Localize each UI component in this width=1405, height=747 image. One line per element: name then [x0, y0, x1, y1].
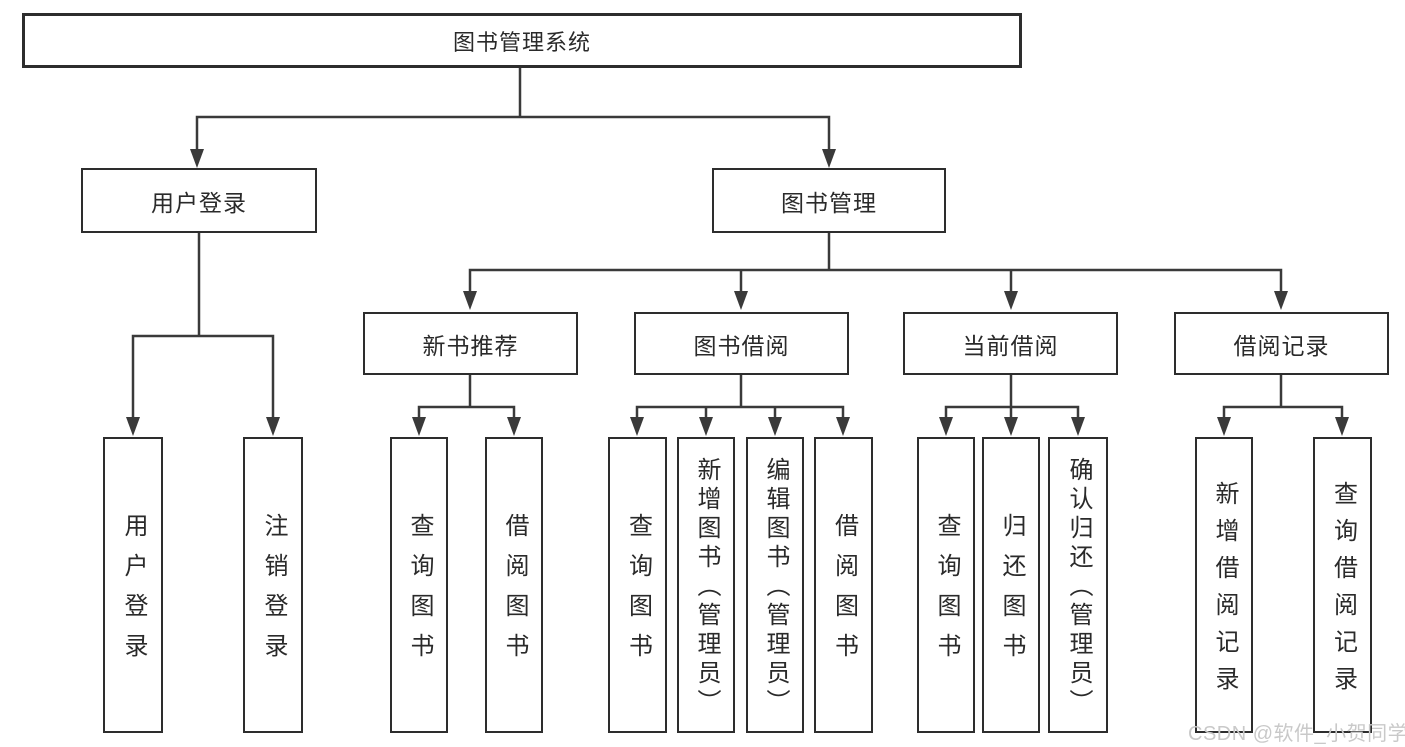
node-borrowing-records-label: 借阅记录 — [1233, 332, 1330, 359]
leaf-bb-edit-books-admin: 编辑图书（管理员） — [746, 437, 804, 733]
node-new-book-recommend-label: 新书推荐 — [422, 332, 519, 359]
leaf-logout-label: 注销登录 — [260, 513, 287, 673]
leaf-cb-query-books: 查询图书 — [917, 437, 975, 733]
leaf-br-add-record: 新增借阅记录 — [1195, 437, 1253, 733]
leaf-cb-confirm-return-admin: 确认归还（管理员） — [1048, 437, 1108, 733]
arrowhead — [822, 149, 836, 168]
arrowhead — [939, 417, 953, 436]
leaf-cb-return-books-label: 归还图书 — [998, 513, 1025, 673]
leaf-br-query-record: 查询借阅记录 — [1313, 437, 1372, 733]
leaf-cb-query-books-label: 查询图书 — [933, 513, 960, 673]
node-user-login-label: 用户登录 — [151, 189, 247, 216]
node-current-borrowing-label: 当前借阅 — [962, 332, 1059, 359]
arrowhead — [1004, 417, 1018, 436]
node-library-system: 图书管理系统 — [22, 13, 1022, 68]
arrowhead — [699, 417, 713, 436]
connector-current-borrow-to-leaves — [944, 375, 1080, 418]
node-borrowing-records: 借阅记录 — [1174, 312, 1389, 375]
connector-user-login-to-leaves — [131, 233, 275, 418]
leaf-cb-confirm-return-admin-label: 确认归还（管理员） — [1065, 457, 1092, 718]
connector-lines — [131, 68, 1344, 418]
node-book-borrowing-label: 图书借阅 — [693, 332, 790, 359]
leaf-nbr-query-books-label: 查询图书 — [406, 513, 433, 673]
leaf-br-query-record-label: 查询借阅记录 — [1329, 480, 1357, 703]
node-current-borrowing: 当前借阅 — [903, 312, 1118, 375]
leaf-logout: 注销登录 — [243, 437, 303, 733]
connector-new-book-rec-to-leaves — [417, 375, 516, 418]
connector-book-mgmt-to-level2 — [468, 233, 1283, 293]
arrowhead — [768, 417, 782, 436]
node-book-management: 图书管理 — [712, 168, 946, 233]
node-user-login: 用户登录 — [81, 168, 317, 233]
arrowhead — [734, 291, 748, 310]
arrowhead — [1071, 417, 1085, 436]
arrowhead — [630, 417, 644, 436]
arrowhead — [836, 417, 850, 436]
node-new-book-recommend: 新书推荐 — [363, 312, 578, 375]
arrowhead — [1217, 417, 1231, 436]
leaf-bb-borrow-books: 借阅图书 — [814, 437, 873, 733]
arrowhead — [126, 417, 140, 436]
connector-borrow-record-to-leaves — [1222, 375, 1344, 418]
leaf-bb-borrow-books-label: 借阅图书 — [830, 513, 858, 673]
leaf-bb-add-books-admin: 新增图书（管理员） — [677, 437, 735, 733]
arrowhead — [266, 417, 280, 436]
node-book-management-label: 图书管理 — [781, 189, 877, 216]
leaf-user-login: 用户登录 — [103, 437, 163, 733]
arrowhead — [463, 291, 477, 310]
arrowhead — [1004, 291, 1018, 310]
leaf-bb-query-books: 查询图书 — [608, 437, 667, 733]
leaf-bb-query-books-label: 查询图书 — [624, 513, 652, 673]
watermark-text: CSDN @软件_小贺同学 — [1188, 723, 1405, 745]
leaf-cb-return-books: 归还图书 — [982, 437, 1040, 733]
connector-book-borrow-to-leaves — [635, 375, 845, 418]
arrowhead — [1335, 417, 1349, 436]
node-book-borrowing: 图书借阅 — [634, 312, 849, 375]
node-library-system-label: 图书管理系统 — [452, 29, 591, 55]
connector-arrowheads — [126, 149, 1349, 436]
leaf-bb-add-books-admin-label: 新增图书（管理员） — [693, 457, 720, 718]
leaf-nbr-query-books: 查询图书 — [390, 437, 448, 733]
arrowhead — [1274, 291, 1288, 310]
arrowhead — [507, 417, 521, 436]
arrowhead — [412, 417, 426, 436]
leaf-nbr-borrow-books-label: 借阅图书 — [501, 513, 528, 673]
leaf-nbr-borrow-books: 借阅图书 — [485, 437, 543, 733]
leaf-bb-edit-books-admin-label: 编辑图书（管理员） — [762, 457, 789, 718]
arrowhead — [190, 149, 204, 168]
connector-root-to-level1 — [195, 68, 831, 150]
leaf-user-login-label: 用户登录 — [120, 513, 147, 673]
leaf-br-add-record-label: 新增借阅记录 — [1211, 480, 1238, 703]
